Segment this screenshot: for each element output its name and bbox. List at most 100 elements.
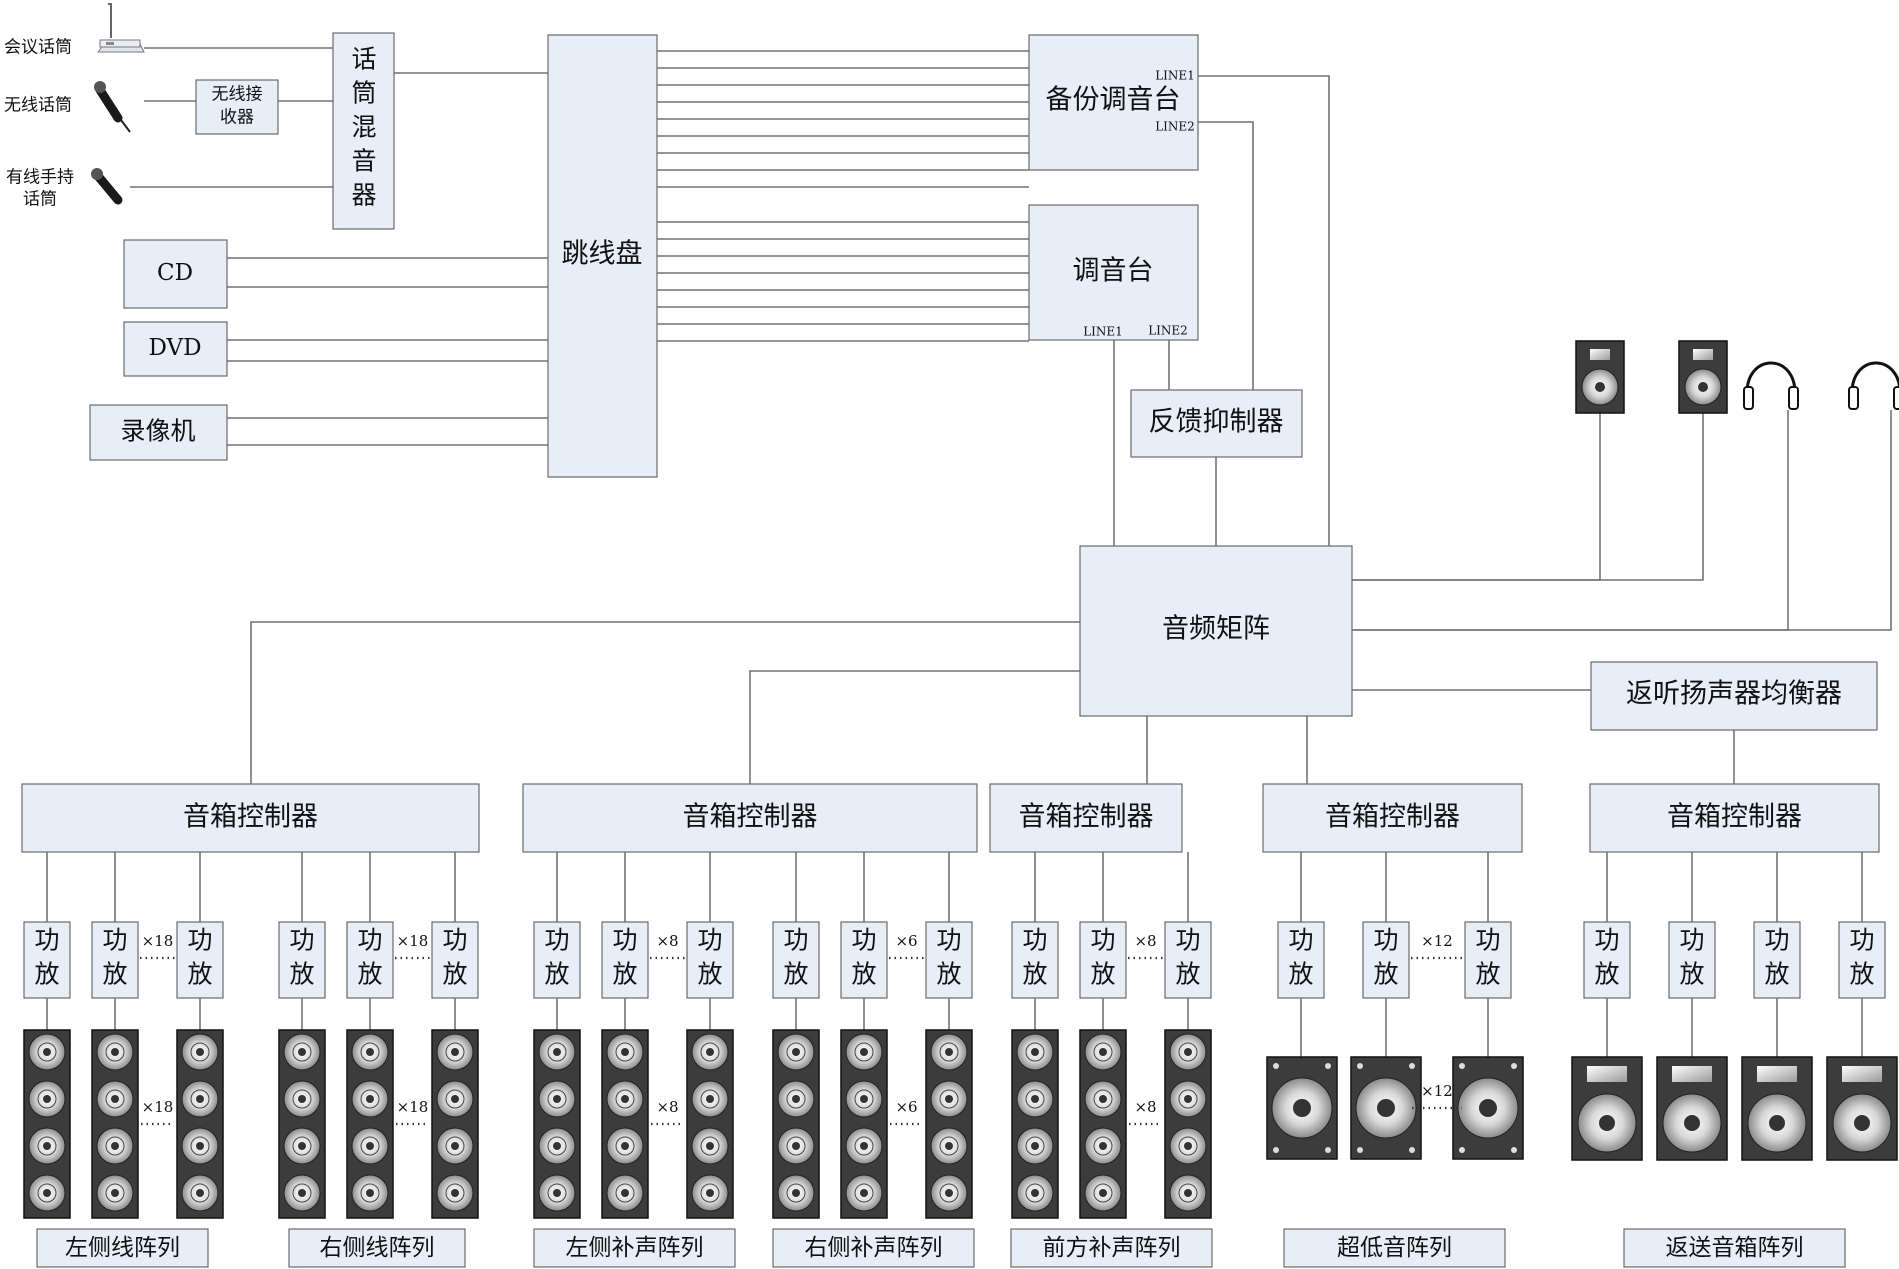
amplifier-box [601,921,649,999]
array-label: 超低音阵列 [1337,1235,1452,1261]
amplifier-box [278,921,326,999]
amplifier-multiplier: ×8 [1134,932,1156,950]
mic-mixer-label-1: 话 [351,45,376,74]
amplifier-multiplier: ×18 [397,932,429,950]
subwoofer-icon [1452,1056,1524,1160]
amplifier-label: 功 [102,926,127,955]
speaker-multiplier: ×8 [1134,1098,1156,1116]
mic-mixer-label-2: 筒 [351,79,376,108]
audio-matrix-label: 音频矩阵 [1162,614,1270,645]
amplifier-label: 功 [1594,926,1619,955]
speaker-controller-label: 音箱控制器 [1019,802,1154,833]
amplifier-label: 放 [1090,960,1115,989]
line-array-speaker-icon [91,1029,139,1219]
device-icons [23,3,1899,1219]
equipment-boxes [21,32,1886,1268]
amplifier-label: 功 [289,926,314,955]
amplifier-label: 放 [1594,960,1619,989]
amplifier-label: 功 [851,926,876,955]
array-label-box [1623,1228,1846,1268]
amplifier-box [1011,921,1059,999]
headphones-icon [1743,361,1799,410]
cd-player-box [123,239,228,309]
stage-monitor-icon [1741,1056,1813,1161]
amplifier-label: 功 [544,926,569,955]
speaker-multiplier: ×6 [895,1098,917,1116]
speaker-controller-box [1589,783,1880,853]
amplifier-box [176,921,224,999]
amplifier-label: 放 [1288,960,1313,989]
handheld-mic-label-2: 话筒 [23,190,57,210]
amplifier-label: 功 [442,926,467,955]
array-label-box [36,1228,209,1268]
feedback-suppressor-label: 反馈抑制器 [1149,407,1284,438]
array-label: 前方补声阵列 [1043,1235,1181,1261]
amplifier-label: 放 [851,960,876,989]
array-label-box [288,1228,466,1268]
mic-mixer-label-5: 器 [351,181,376,210]
monitor-eq-label: 返听扬声器均衡器 [1626,679,1842,710]
dvd-player-box [123,321,228,377]
feedback-suppressor-box [1130,389,1303,458]
main-console-label: 调音台 [1073,256,1154,287]
amplifier-label: 放 [1764,960,1789,989]
backup-console-line1-label: LINE1 [1155,69,1195,83]
line-array-speaker-icon [601,1029,649,1219]
handheld-mic-icon [91,168,123,205]
amplifier-box [533,921,581,999]
amplifier-box [1277,921,1325,999]
monitor-speaker-icon [1678,340,1728,414]
amplifier-label: 放 [1679,960,1704,989]
line-array-speaker-icon [1011,1029,1059,1219]
line-array-speaker-icon [772,1029,820,1219]
text-labels: 会议话筒无线话筒无线接收器有线手持话筒话筒混音器CDDVD录像机跳线盘备份调音台… [4,38,1875,1262]
stage-monitor-icon [1571,1056,1643,1161]
array-label-box [1283,1228,1506,1268]
mic-mixer-box [332,32,395,230]
array-label-box [772,1228,975,1268]
speaker-controller-box [989,783,1183,853]
amplifier-label: 功 [1288,926,1313,955]
amplifier-box [431,921,479,999]
amplifier-label: 功 [1849,926,1874,955]
amplifier-label: 放 [34,960,59,989]
line-array-speaker-icon [278,1029,326,1219]
amplifier-box [91,921,139,999]
amplifier-label: 功 [357,926,382,955]
amplifier-box [925,921,973,999]
speaker-controller-box [21,783,480,853]
speaker-multiplier: ×18 [142,1098,174,1116]
amplifier-label: 功 [1475,926,1500,955]
array-label-box [1010,1228,1213,1268]
line-array-speaker-icon [686,1029,734,1219]
line-array-speaker-icon [431,1029,479,1219]
speaker-multiplier: ×12 [1421,1082,1453,1100]
amplifier-box [23,921,71,999]
amplifier-label: 放 [612,960,637,989]
headphones-icon [1848,361,1899,410]
amplifier-multiplier: ×12 [1421,932,1453,950]
amplifier-box [1164,921,1212,999]
amplifier-label: 放 [102,960,127,989]
amplifier-label: 功 [783,926,808,955]
amplifier-label: 功 [187,926,212,955]
amplifier-label: 功 [1764,926,1789,955]
line-array-speaker-icon [1079,1029,1127,1219]
array-label: 返送音箱阵列 [1666,1235,1804,1261]
amplifier-box [840,921,888,999]
amplifier-label: 功 [1090,926,1115,955]
line-array-speaker-icon [176,1029,224,1219]
speaker-controller-label: 音箱控制器 [683,802,818,833]
amplifier-label: 放 [1022,960,1047,989]
patch-panel-label: 跳线盘 [562,239,643,270]
array-label: 右侧线阵列 [320,1235,435,1261]
amplifier-label: 功 [1022,926,1047,955]
patch-panel-box [547,34,658,478]
amplifier-box [1753,921,1801,999]
dvd-label: DVD [148,335,201,361]
connection-lines [46,47,1892,1057]
speaker-controller-box [1262,783,1523,853]
amplifier-box [1583,921,1631,999]
vcr-label: 录像机 [120,417,195,446]
main-console-line2-label: LINE2 [1148,324,1188,338]
